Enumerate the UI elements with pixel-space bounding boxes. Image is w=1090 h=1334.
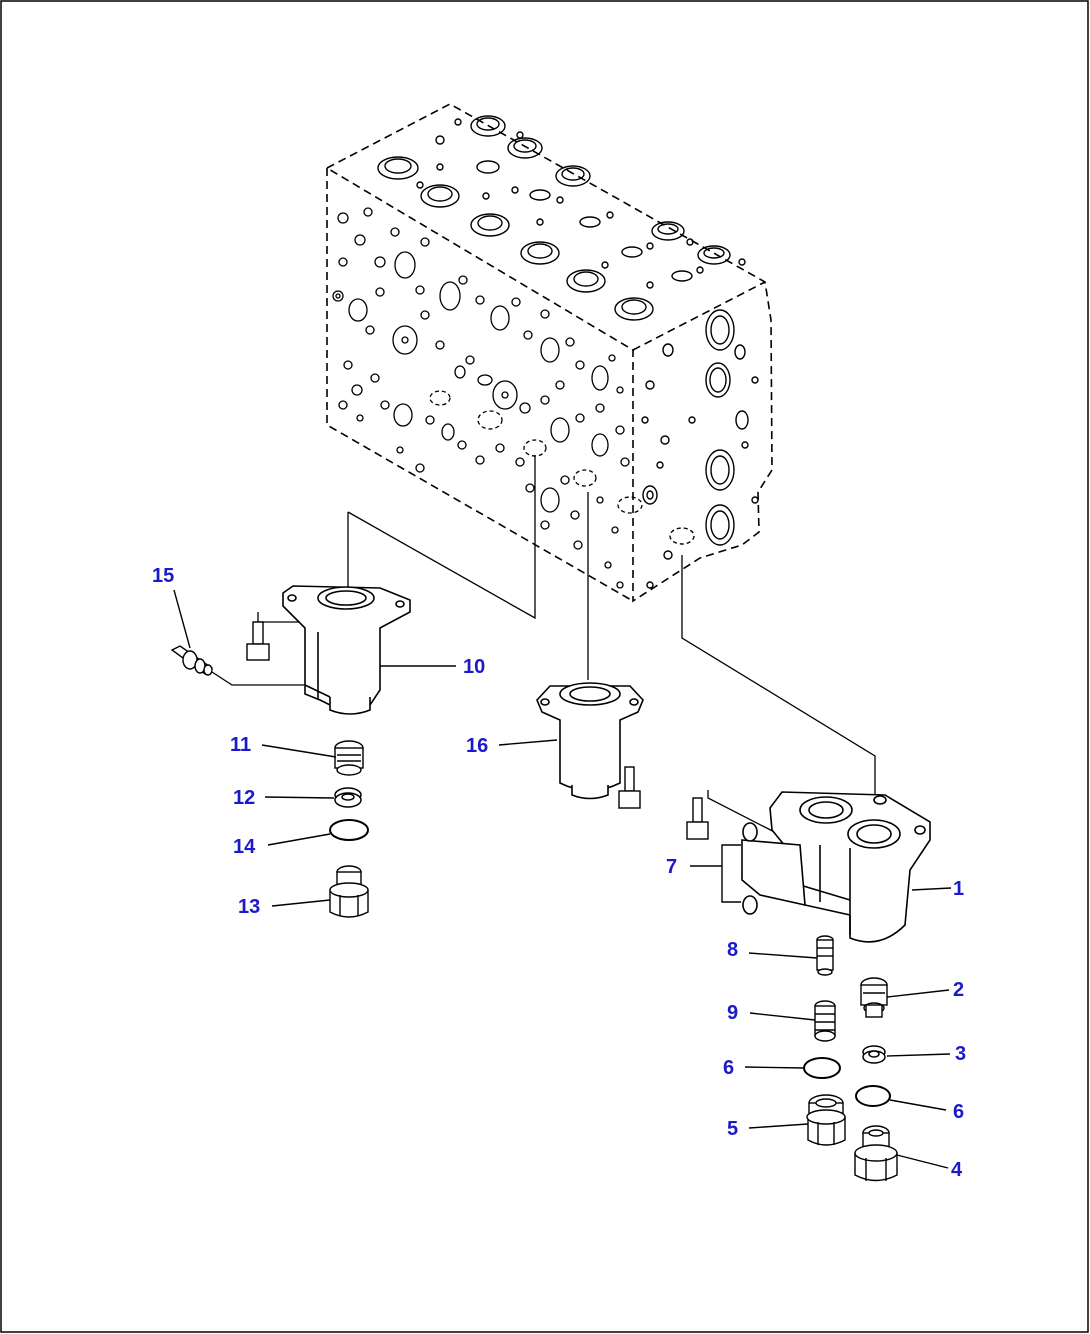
callout-2: 2: [953, 979, 964, 1001]
part-13-plug: [329, 865, 369, 918]
part-9-spring: [814, 1000, 836, 1042]
part-6-o-ring-right: [855, 1085, 891, 1107]
control-valve-block: [325, 103, 773, 603]
callout-12: 12: [233, 787, 255, 809]
part-10-bolt: [246, 621, 270, 661]
callout-4: 4: [951, 1159, 963, 1181]
callout-5: 5: [727, 1118, 738, 1140]
part-7-solenoid: [741, 822, 806, 915]
part-1-bolt: [686, 797, 709, 840]
part-4-plug: [854, 1125, 898, 1182]
part-11-plug: [334, 740, 364, 776]
part-16-bolt: [618, 766, 641, 809]
part-6-o-ring-left: [803, 1057, 841, 1079]
part-2-plug: [860, 977, 888, 1018]
callout-15: 15: [152, 565, 174, 587]
callout-14: 14: [233, 836, 256, 858]
callout-13: 13: [238, 896, 260, 918]
callout-leaders: [173, 589, 952, 1169]
callout-7: 7: [666, 856, 677, 878]
callout-6-right: 6: [953, 1101, 964, 1123]
callout-8: 8: [727, 939, 738, 961]
callout-6-left: 6: [723, 1057, 734, 1079]
part-3-spring: [862, 1045, 886, 1064]
callout-1: 1: [953, 878, 964, 900]
part-10-valve-body: [282, 585, 411, 715]
part-1-valve-body: [769, 791, 931, 943]
callout-labels: 15 10 11 12 14 13 16 7 1 8 2 9 3 6 6 5 4: [152, 565, 966, 1181]
callout-16: 16: [466, 735, 488, 757]
callout-10: 10: [463, 656, 485, 678]
callout-3: 3: [955, 1043, 966, 1065]
part-14-o-ring: [329, 819, 369, 841]
part-15-fitting: [170, 645, 214, 676]
part-16-valve: [536, 682, 644, 800]
part-12-spring: [334, 787, 362, 808]
part-5-plug: [806, 1094, 846, 1146]
callout-11: 11: [230, 734, 251, 756]
part-8-spool: [816, 935, 834, 976]
callout-9: 9: [727, 1002, 738, 1024]
